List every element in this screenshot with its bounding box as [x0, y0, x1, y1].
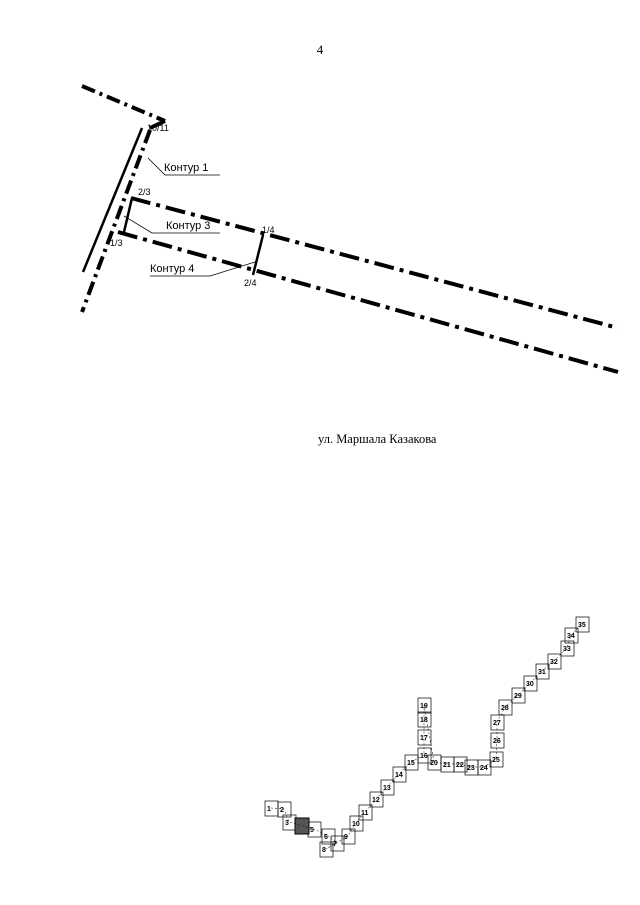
sheet-box-18	[417, 711, 432, 728]
sheet-number-2: 2	[280, 807, 284, 814]
sheet-box-7	[330, 835, 345, 852]
sheet-box-29	[511, 687, 526, 704]
sheet-box-22	[453, 756, 468, 773]
sheet-number-27: 27	[493, 720, 501, 727]
contour-3-label: Контур 3	[166, 220, 210, 232]
sheet-box-11	[358, 804, 373, 821]
sheet-number-19: 19	[420, 703, 428, 710]
sheet-number-11: 11	[361, 810, 369, 817]
sheet-number-15: 15	[407, 760, 415, 767]
boundary-line-top	[81, 84, 166, 123]
sheet-box-26	[490, 732, 505, 749]
leader-contour-4	[150, 261, 256, 277]
sheet-number-20: 20	[430, 760, 438, 767]
contour-1-edge	[81, 127, 144, 273]
sheet-box-25	[489, 751, 504, 768]
leader-contour-1	[147, 157, 220, 176]
sheet-number-31: 31	[538, 669, 546, 676]
point-label-2-4: 2/4	[244, 278, 257, 288]
sheet-number-22: 22	[456, 762, 464, 769]
sheet-box-31	[535, 663, 550, 680]
sheet-number-23: 23	[467, 765, 475, 772]
sheet-number-3: 3	[285, 820, 289, 827]
sheet-box-28	[498, 699, 513, 716]
sheet-number-25: 25	[492, 757, 500, 764]
sheet-box-34	[564, 627, 579, 644]
point-label-1-4: 1/4	[262, 225, 275, 235]
point-label-1-3: 1/3	[110, 238, 123, 248]
sheet-box-12	[369, 791, 384, 808]
page-number: 4	[316, 42, 324, 57]
sheet-number-30: 30	[526, 681, 534, 688]
sheet-number-9: 9	[344, 834, 348, 841]
road-line-lower	[117, 230, 619, 374]
boundary-line-left	[80, 129, 152, 313]
hatched-sheet	[294, 817, 310, 835]
sheet-number-33: 33	[563, 646, 571, 653]
sheet-number-17: 17	[420, 735, 428, 742]
point-label-10-11: 10/11	[147, 123, 169, 133]
sheet-number-1: 1	[267, 806, 271, 813]
sheet-number-34: 34	[567, 633, 575, 640]
sheet-number-13: 13	[383, 785, 391, 792]
sheet-box-19	[417, 697, 432, 714]
sheet-number-5: 5	[310, 827, 314, 834]
point-label-2-3: 2/3	[138, 187, 151, 197]
sheet-number-16: 16	[420, 753, 428, 760]
sheet-number-24: 24	[480, 765, 488, 772]
contour-1-label: Контур 1	[164, 162, 208, 174]
sheet-box-32	[547, 653, 562, 670]
sheet-route-line	[270, 623, 583, 850]
sheet-number-28: 28	[501, 705, 509, 712]
sheet-box-30	[523, 675, 538, 692]
sheet-number-35: 35	[578, 622, 586, 629]
road-line-upper	[130, 196, 619, 330]
sheet-box-6	[321, 828, 336, 845]
sheet-number-14: 14	[395, 772, 403, 779]
sheet-box-13	[380, 779, 395, 796]
sheet-box-8	[319, 841, 334, 858]
sheet-number-10: 10	[352, 821, 360, 828]
connector-1-4	[251, 234, 265, 276]
sheet-number-8: 8	[322, 847, 326, 854]
sheet-box-24	[477, 759, 492, 776]
sheet-number-7: 7	[333, 841, 337, 848]
sheet-box-10	[349, 815, 364, 832]
sheet-number-29: 29	[514, 693, 522, 700]
contour-4-label: Контур 4	[150, 263, 194, 275]
sheet-box-16	[417, 747, 432, 764]
sheet-box-9	[341, 828, 356, 845]
sheet-number-6: 6	[324, 834, 328, 841]
sheet-box-2	[277, 801, 292, 818]
connector-2-3	[122, 197, 134, 233]
sheet-number-21: 21	[443, 762, 451, 769]
sheet-box-33	[560, 640, 575, 657]
sheet-number-12: 12	[372, 797, 380, 804]
sheet-box-17	[417, 729, 432, 746]
sheet-box-27	[490, 714, 505, 731]
street-label: ул. Маршала Казакова	[318, 432, 437, 446]
boundary-corner	[149, 119, 166, 130]
leader-contour-3	[123, 215, 220, 234]
sheet-box-14	[392, 766, 407, 783]
sheet-number-32: 32	[550, 659, 558, 666]
sheet-box-35	[575, 616, 590, 633]
